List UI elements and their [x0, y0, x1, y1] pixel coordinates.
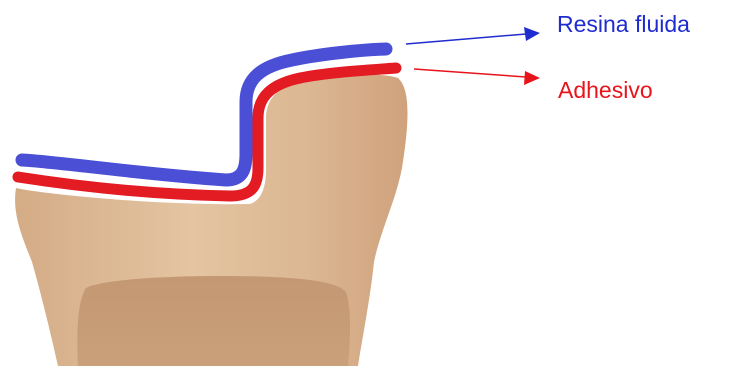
adhesivo-arrow-head: [524, 71, 540, 85]
adhesivo-label: Adhesivo: [558, 79, 653, 102]
adhesivo-arrow-line: [414, 69, 526, 77]
resina-fluida-label: Resina fluida: [557, 13, 690, 36]
resina-arrow-line: [406, 34, 526, 44]
resina-arrow-head: [524, 27, 540, 41]
dentin-core: [77, 276, 350, 366]
